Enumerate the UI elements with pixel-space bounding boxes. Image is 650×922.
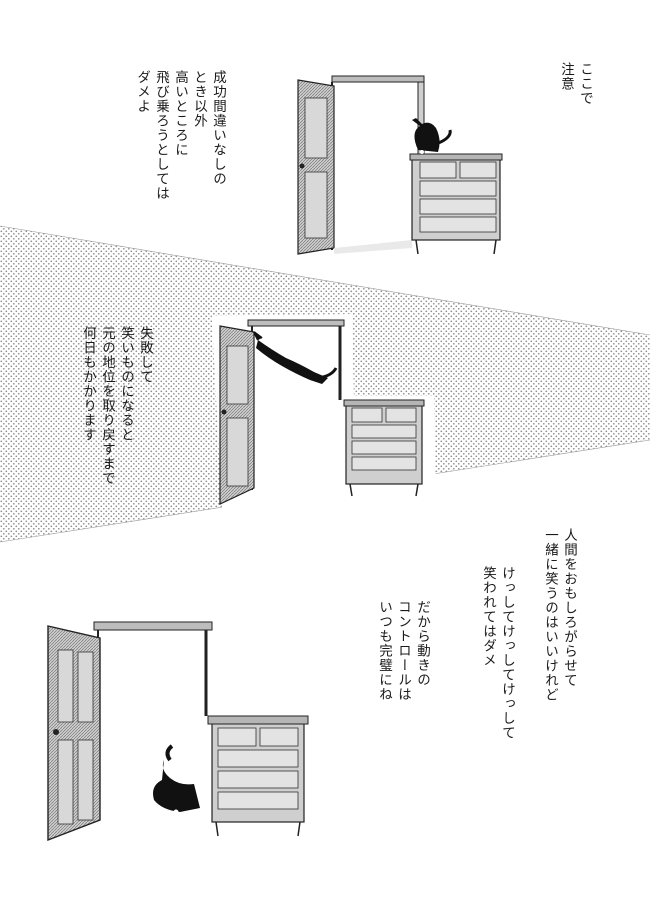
text-line: 人間をおもしろがらせて: [561, 528, 577, 688]
text-line: だから動きの: [414, 600, 430, 687]
narration-middle: 失敗して 笑いものになると 元の地位を取り戻すまで 何日もかかります: [78, 326, 154, 486]
text-line: 高いところに: [172, 70, 188, 157]
narration-top-left: 成功間違いなしの とき以外 高いところに 飛び乗ろうとしては ダメよ: [132, 70, 227, 201]
text-line: 笑いものになると: [118, 326, 134, 442]
text-line: 注意: [558, 62, 574, 91]
narration-bottom-middle: けっしてけっしてけっして 笑われてはダメ: [478, 566, 516, 740]
text-line: 笑われてはダメ: [480, 566, 496, 668]
text-line: 一緒に笑うのはいいけれど: [542, 528, 558, 702]
middle-door-scene: [211, 313, 437, 515]
narration-top-right: ここで 注意: [556, 62, 594, 106]
text-line: けっしてけっしてけっして: [499, 566, 515, 740]
narration-bottom-right: 人間をおもしろがらせて 一緒に笑うのはいいけれど: [540, 528, 578, 702]
text-line: 成功間違いなしの: [210, 70, 226, 186]
text-line: ダメよ: [134, 70, 150, 114]
text-line: 失敗して: [137, 326, 153, 384]
text-line: とき以外: [191, 70, 207, 128]
text-line: 何日もかかります: [80, 326, 96, 442]
text-line: コントロールは: [395, 600, 411, 702]
bottom-door-scene: [47, 621, 309, 842]
text-line: 飛び乗ろうとしては: [153, 70, 169, 201]
top-door-scene: [297, 75, 503, 255]
text-line: ここで: [577, 62, 593, 106]
narration-bottom-left: だから動きの コントロールは いつも完璧にね: [374, 600, 431, 702]
text-line: 元の地位を取り戻すまで: [99, 326, 115, 486]
text-line: いつも完璧にね: [376, 600, 392, 702]
